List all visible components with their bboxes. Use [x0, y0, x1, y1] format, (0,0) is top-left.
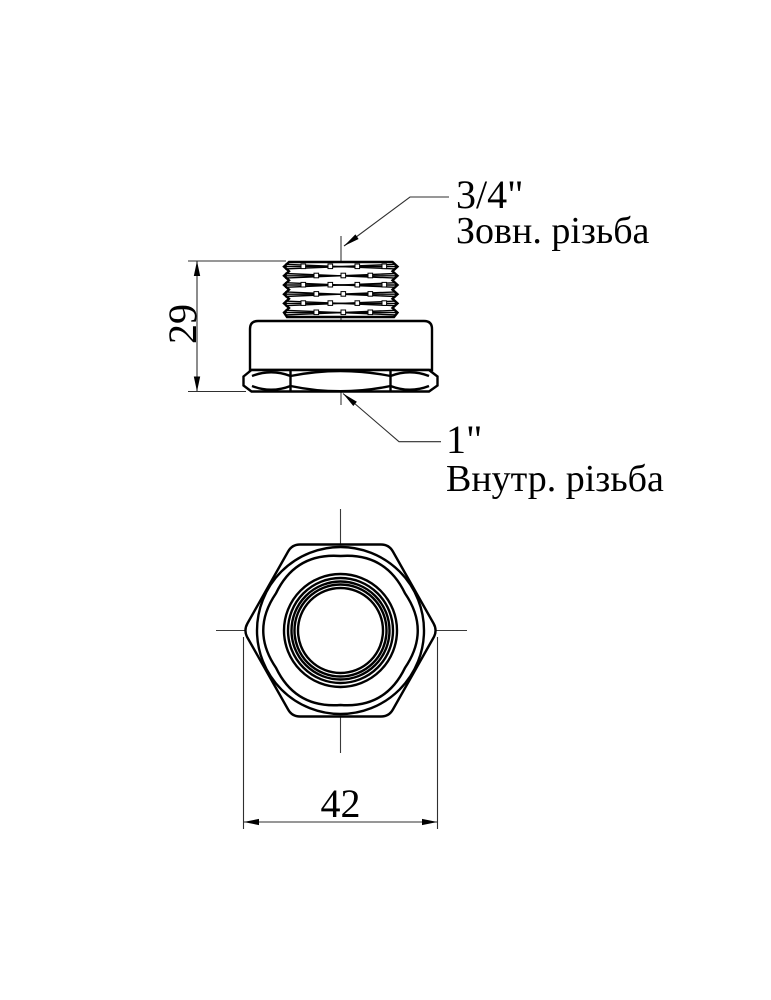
- width-dimension: 42: [242, 637, 439, 829]
- arrow-right-icon: [422, 818, 438, 826]
- external-thread-size-label: 3/4": [456, 172, 523, 217]
- side-view: 29 3/4" Зовн. різьба 1" Внутр. різьба: [160, 172, 664, 500]
- body-cylinder: [248, 319, 434, 372]
- arrow-up-icon: [193, 261, 201, 276]
- internal-thread-leader: 1" Внутр. різьба: [342, 393, 664, 500]
- chamfer-contour: [262, 554, 419, 707]
- width-dimension-label: 42: [321, 781, 361, 826]
- internal-thread-caption: Внутр. різьба: [446, 458, 664, 500]
- thread-crest-flats: [300, 263, 388, 316]
- chamfer-circle: [255, 545, 426, 716]
- external-thread-caption: Зовн. різьба: [456, 210, 650, 252]
- height-dimension-label: 29: [160, 304, 205, 344]
- external-thread-leader: 3/4" Зовн. різьба: [343, 172, 650, 252]
- leader-arrow-icon: [343, 393, 357, 406]
- arrow-down-icon: [193, 376, 201, 392]
- leader-arrow-icon: [344, 234, 359, 246]
- height-dimension: 29: [160, 260, 286, 393]
- hex-flange-side: [242, 368, 439, 393]
- thread-circles: [282, 572, 399, 689]
- front-view: 42: [216, 509, 468, 829]
- bore-circle: [296, 586, 385, 675]
- external-thread-profile: [282, 260, 400, 319]
- hexagon-outline: [244, 543, 437, 718]
- internal-thread-size-label: 1": [446, 417, 482, 462]
- arrow-left-icon: [243, 818, 259, 826]
